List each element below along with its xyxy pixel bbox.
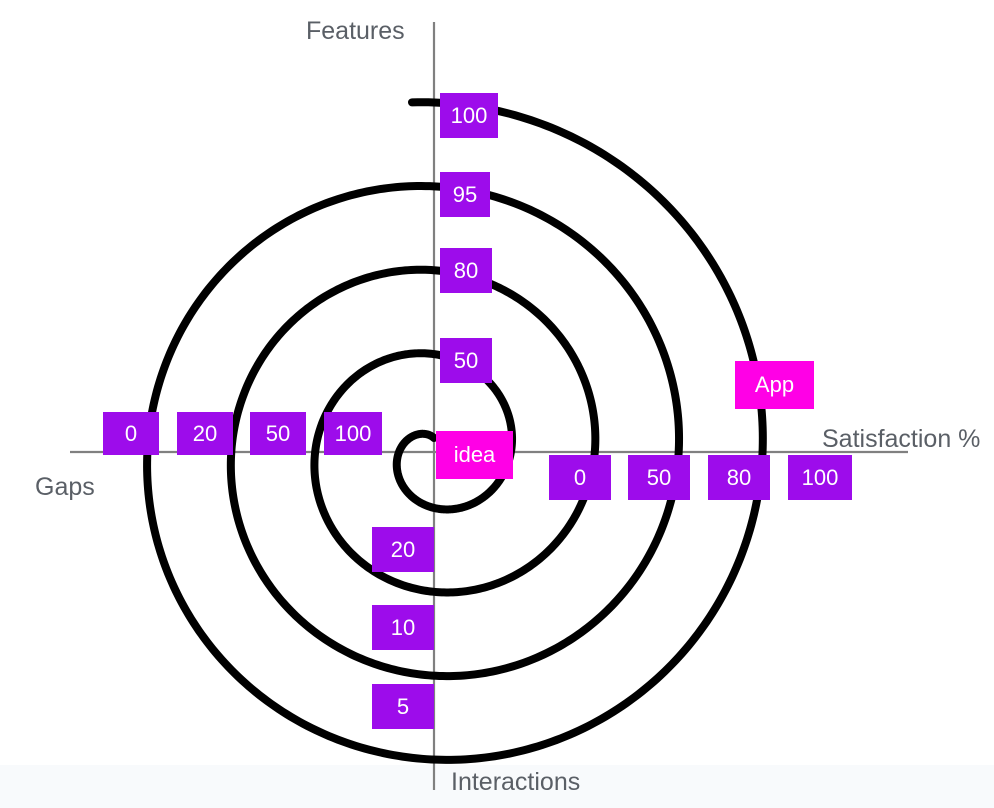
satisfaction-tick-80: 80 <box>708 455 770 500</box>
interactions-tick-10: 10 <box>372 605 434 650</box>
gaps-tick-0: 0 <box>103 412 159 455</box>
satisfaction-tick-0: 0 <box>549 455 611 500</box>
features-tick-80: 80 <box>440 248 492 293</box>
satisfaction-tick-50: 50 <box>628 455 690 500</box>
axis-title-gaps: Gaps <box>35 473 95 501</box>
features-tick-50: 50 <box>440 338 492 383</box>
gaps-tick-100: 100 <box>324 412 382 455</box>
interactions-tick-20: 20 <box>372 527 434 572</box>
gaps-tick-50: 50 <box>250 412 306 455</box>
gaps-tick-20: 20 <box>177 412 233 455</box>
interactions-tick-5: 5 <box>372 684 434 729</box>
center-label-idea: idea <box>436 431 513 479</box>
spiral-curve <box>143 98 767 764</box>
axis-title-satisfaction: Satisfaction % <box>822 425 981 453</box>
features-tick-100: 100 <box>440 93 498 138</box>
bottom-band <box>0 765 994 808</box>
features-tick-95: 95 <box>440 172 490 217</box>
axis-title-interactions: Interactions <box>451 768 581 796</box>
satisfaction-tick-100: 100 <box>788 455 852 500</box>
outer-label-app: App <box>735 361 814 409</box>
axis-title-features: Features <box>306 17 405 45</box>
